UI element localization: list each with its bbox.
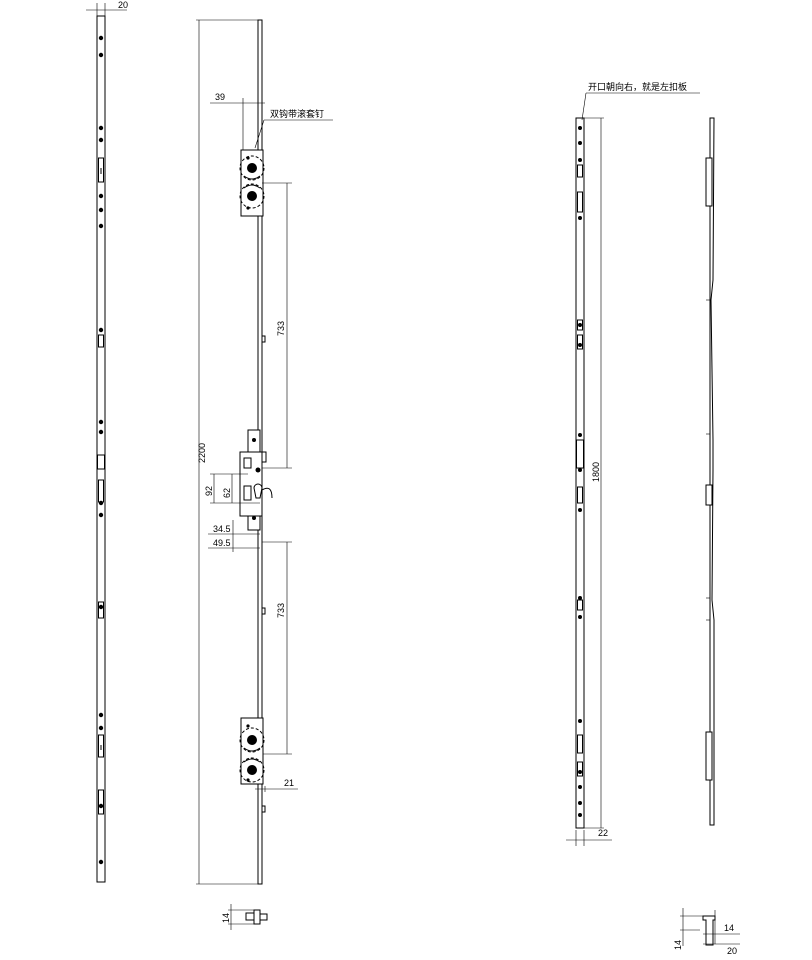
keeper-front-view: 开口朝向右，就是左扣板 1800 [566,81,700,846]
dim-lock-to-hook-bottom: 733 [276,603,286,618]
keeper-slots [576,164,584,777]
keeper-cross-section [680,908,740,946]
dim-keeper-section-thickness: 14 [673,940,683,950]
dim-keeper-length: 1800 [591,462,601,482]
front-strip-holes [98,35,104,865]
dim-section-height: 14 [221,913,231,923]
dim-handle-to-cylinder: 92 [204,486,214,496]
keeper-holes [578,126,582,817]
annotation-hook-roller: 双钩带滚套钉 [270,108,324,119]
dim-backset-a: 34.5 [213,524,231,534]
dim-total-length-line [196,19,258,885]
keeper-side-view: 14 20 14 [673,117,740,956]
annotation-opening-direction: 开口朝向右，就是左扣板 [588,81,687,92]
keeper-side-profile [709,117,715,826]
dim-keeper-width: 22 [598,828,608,838]
dim-hook-width: 21 [284,778,294,788]
lower-hook-assembly [239,717,265,785]
dim-hook-offset: 39 [215,92,225,102]
dim-backset-b: 49.5 [213,538,231,548]
central-lock-body [239,429,273,531]
upper-hook-assembly [239,149,265,217]
side-view: 2200 39 双钩带滚套钉 733 [196,19,333,930]
dim-keeper-section-width: 20 [727,946,737,956]
front-strip-view: 20 [86,0,128,883]
dim-total-length: 2200 [197,443,207,463]
dim-keeper-section-lip: 14 [724,923,734,933]
dim-lock-to-hook-top: 733 [276,321,286,336]
dim-front-strip-width: 20 [118,0,128,10]
front-strip-slots [97,157,105,815]
dim-handle-offset: 62 [222,488,232,498]
keeper-strip [575,117,585,829]
front-strip [96,15,106,883]
side-cross-section [228,904,268,930]
